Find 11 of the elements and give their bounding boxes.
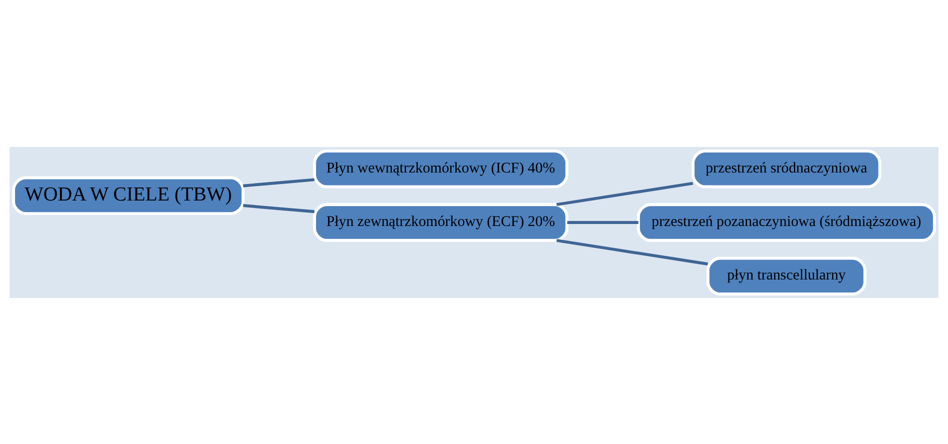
connector [567, 220, 638, 224]
node-box: przestrzeń sródnaczyniowa [692, 148, 882, 188]
connector [243, 178, 314, 187]
node-box: Płyn wewnątrzkomórkowy (ICF) 40% [313, 148, 568, 188]
connector [556, 181, 694, 206]
node-box: płyn transcellularny [706, 256, 866, 296]
node-box: WODA W CIELE (TBW) [12, 176, 245, 215]
connector [556, 238, 708, 265]
node-box: Płyn zewnątrzkomórkowy (ECF) 20% [313, 202, 568, 242]
connector [243, 204, 314, 213]
node-box: przestrzeń pozanaczyniowa (śródmiąższowa) [636, 202, 936, 242]
